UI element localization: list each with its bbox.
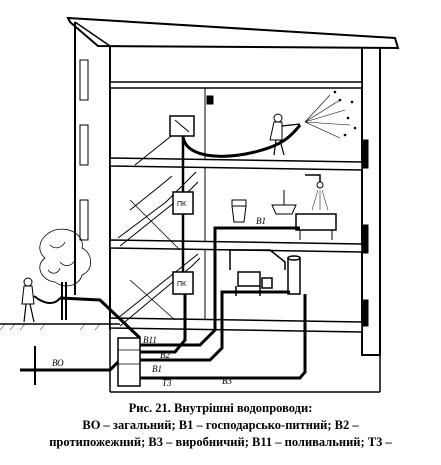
label-v1-lower: В1 <box>152 364 162 374</box>
ground-floor-equipment <box>229 249 301 296</box>
label-v1: В1 <box>256 216 266 226</box>
label-vo: ВО <box>52 358 64 368</box>
caption-line-3: протипожежний; В3 – виробничий; В11 – по… <box>49 435 392 449</box>
figure-caption: Рис. 21. Внутрішні водопроводи: ВО – заг… <box>0 400 441 465</box>
label-v11: В11 <box>143 335 157 345</box>
pk-label-upper: ПК <box>177 201 187 208</box>
middle-floor-fixtures <box>231 174 337 240</box>
gardener <box>21 277 61 323</box>
pipe-v2 <box>140 294 187 354</box>
top-floor-equipment <box>169 90 357 158</box>
meter-unit <box>117 337 141 387</box>
building-water-supply-diagram: ПК ПК <box>0 16 400 393</box>
caption-line-2: ВО – загальний; В1 – господарсько-питний… <box>82 418 359 432</box>
roof <box>66 16 400 50</box>
pipe-t3 <box>140 290 290 362</box>
pipe-v11 <box>59 296 142 340</box>
pipe-v1 <box>140 226 300 347</box>
label-v3: В3 <box>222 376 232 386</box>
label-t3: Т3 <box>162 378 172 388</box>
building-walls <box>74 21 381 356</box>
pk-label-lower: ПК <box>177 281 187 288</box>
ground-hatching <box>0 323 101 331</box>
water-pipes <box>20 136 307 385</box>
water-spray <box>304 90 357 139</box>
caption-line-1: Рис. 21. Внутрішні водопроводи: <box>128 401 313 415</box>
pipe-vo <box>20 360 130 372</box>
staircase <box>117 124 201 327</box>
pipe-v3 <box>140 294 307 380</box>
label-v2: В2 <box>160 350 170 360</box>
tree <box>39 228 92 320</box>
